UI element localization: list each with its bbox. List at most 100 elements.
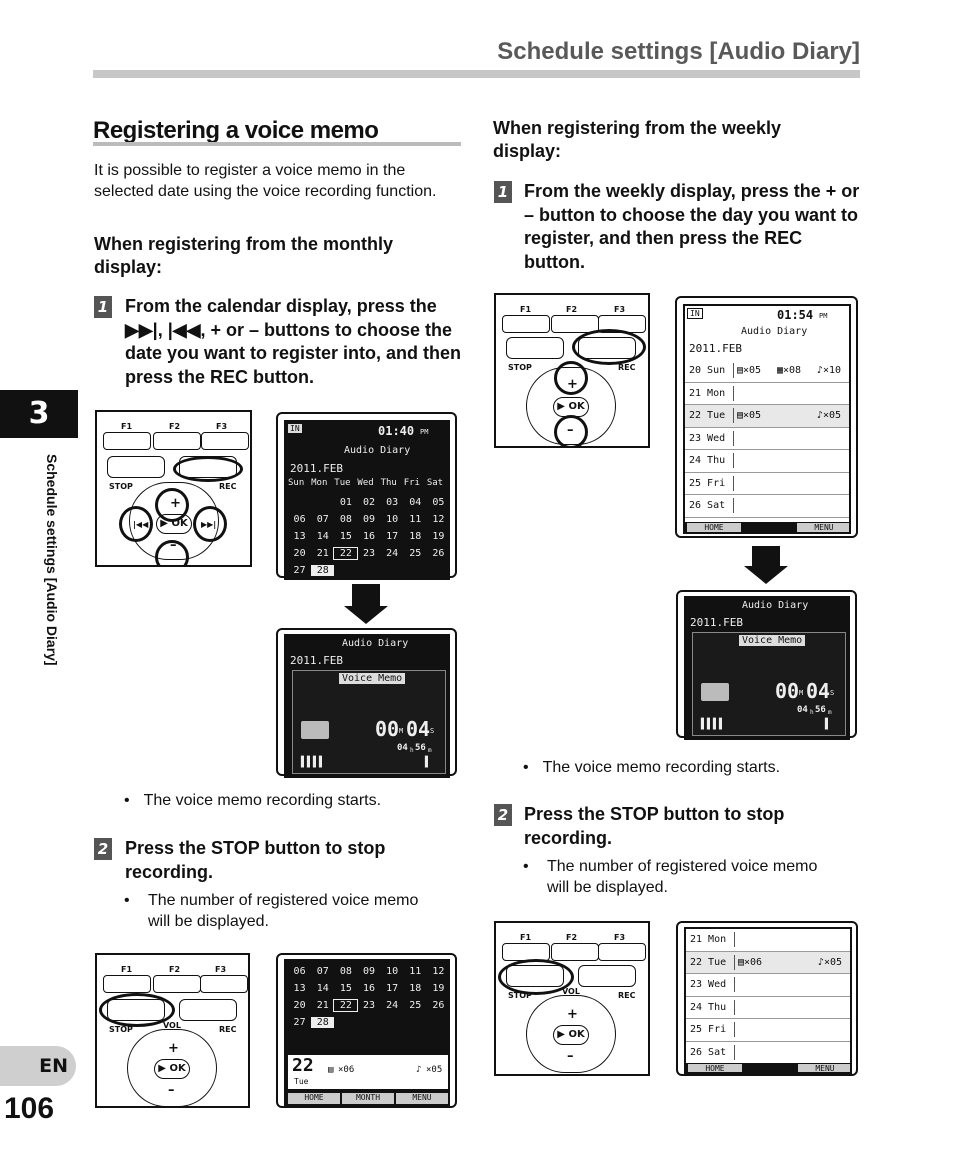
f2-button[interactable] (153, 975, 201, 993)
calendar-day[interactable]: 16 (362, 531, 376, 542)
week-row[interactable]: 26 Sat (686, 1042, 850, 1064)
calendar-day[interactable]: 18 (409, 983, 422, 994)
f3-button[interactable] (201, 432, 249, 450)
home-softkey[interactable]: HOME (688, 1064, 742, 1072)
rec-button[interactable] (578, 965, 636, 987)
calendar-day[interactable]: 22 (333, 999, 359, 1012)
calendar-day[interactable]: 24 (386, 548, 399, 559)
week-row[interactable]: 24 Thu (686, 997, 850, 1019)
calendar-day[interactable]: 16 (362, 983, 376, 994)
ok-button[interactable]: ▶ OK (154, 1059, 190, 1079)
calendar-day[interactable]: 28 (311, 565, 335, 576)
calendar-day[interactable]: 27 (293, 565, 306, 576)
calendar-day[interactable]: 26 (432, 1000, 445, 1011)
plus-button[interactable]: + (168, 1041, 179, 1056)
calendar-day[interactable]: 01 (339, 497, 352, 508)
calendar-day[interactable]: 14 (316, 531, 329, 542)
calendar-day[interactable]: 13 (293, 531, 306, 542)
calendar-day[interactable]: 10 (386, 514, 399, 525)
calendar-day[interactable]: 15 (339, 983, 352, 994)
minus-button[interactable]: – (567, 1049, 574, 1064)
remain-minutes: 56 (815, 705, 826, 715)
calendar-day[interactable]: 25 (409, 1000, 422, 1011)
calendar-day[interactable]: 02 (362, 497, 376, 508)
week-row[interactable]: 23 Wed (686, 974, 850, 997)
stop-button[interactable] (506, 337, 564, 359)
calendar-day[interactable]: 12 (432, 514, 445, 525)
week-row[interactable]: 22 Tue▤×06♪×05 (686, 951, 850, 974)
calendar-day[interactable]: 17 (386, 531, 399, 542)
calendar-day[interactable]: 21 (316, 548, 329, 559)
f3-label: F3 (614, 305, 626, 314)
calendar-day[interactable]: 19 (432, 983, 445, 994)
calendar-day[interactable]: 26 (432, 548, 445, 559)
calendar-day[interactable]: 18 (409, 531, 422, 542)
calendar-day[interactable]: 08 (339, 514, 352, 525)
calendar-day[interactable]: 09 (362, 514, 376, 525)
calendar-day[interactable]: 11 (409, 514, 422, 525)
week-row[interactable]: 21 Mon (685, 383, 849, 405)
calendar-day[interactable]: 21 (316, 1000, 329, 1011)
calendar-day[interactable]: 20 (293, 548, 306, 559)
menu-softkey[interactable]: MENU (798, 1064, 850, 1072)
calendar-day[interactable]: 27 (293, 1017, 306, 1028)
f2-button[interactable] (551, 943, 599, 961)
calendar-day[interactable]: 10 (386, 966, 399, 977)
calendar-day[interactable]: 13 (293, 983, 306, 994)
ok-button[interactable]: ▶ OK (553, 1025, 589, 1045)
calendar-day[interactable]: 19 (432, 531, 445, 542)
week-row[interactable]: 23 Wed (685, 428, 849, 450)
week-row[interactable]: 25 Fri (685, 473, 849, 495)
plus-button[interactable]: + (567, 1007, 578, 1022)
menu-softkey[interactable]: MENU (797, 523, 849, 532)
calendar-day[interactable]: 25 (409, 548, 422, 559)
stop-button[interactable] (107, 456, 165, 478)
ok-button[interactable]: ▶ OK (553, 397, 589, 417)
calendar-day[interactable]: 12 (432, 966, 445, 977)
calendar-day[interactable]: 17 (386, 983, 399, 994)
calendar-day[interactable]: 14 (316, 983, 329, 994)
weekday-label: Sun (288, 478, 305, 488)
calendar-day[interactable]: 07 (316, 966, 329, 977)
week-row[interactable]: 21 Mon (686, 929, 850, 952)
calendar-day[interactable]: 09 (362, 966, 376, 977)
f3-button[interactable] (598, 943, 646, 961)
home-softkey[interactable]: HOME (288, 1093, 340, 1104)
calendar-day[interactable]: 07 (316, 514, 329, 525)
f2-button[interactable] (153, 432, 201, 450)
selected-weekday: Tue (294, 1077, 309, 1086)
f3-button[interactable] (200, 975, 248, 993)
week-row[interactable]: 26 Sat (685, 495, 849, 518)
calendar-day[interactable]: 24 (386, 1000, 399, 1011)
calendar-day[interactable]: 15 (339, 531, 352, 542)
f1-button[interactable] (502, 315, 550, 333)
week-row[interactable]: 25 Fri (686, 1019, 850, 1042)
f1-button[interactable] (103, 432, 151, 450)
home-softkey[interactable]: HOME (687, 523, 741, 532)
calendar-day[interactable]: 20 (293, 1000, 306, 1011)
calendar-day[interactable]: 28 (311, 1017, 335, 1028)
calendar-day[interactable]: 06 (293, 966, 306, 977)
calendar-day[interactable]: 22 (333, 547, 359, 560)
week-row[interactable]: 20 Sun▤×05▦×08♪×10 (685, 360, 849, 383)
f1-button[interactable] (103, 975, 151, 993)
calendar-day[interactable]: 23 (362, 548, 376, 559)
calendar-day[interactable]: 06 (293, 514, 306, 525)
week-row[interactable]: 22 Tue▤×05♪×05 (685, 405, 849, 428)
calendar-day[interactable]: 08 (339, 966, 352, 977)
menu-softkey[interactable]: MENU (396, 1093, 448, 1104)
minus-button[interactable]: – (168, 1083, 175, 1098)
calendar-day[interactable]: 04 (409, 497, 422, 508)
week-row[interactable]: 24 Thu (685, 450, 849, 473)
rec-button[interactable] (179, 999, 237, 1021)
calendar-day[interactable]: 23 (362, 1000, 376, 1011)
f1-label: F1 (121, 422, 133, 431)
stop-label: STOP (109, 1025, 133, 1034)
calendar-day[interactable]: 03 (386, 497, 399, 508)
calendar-day[interactable]: 11 (409, 966, 422, 977)
calendar-day[interactable]: 05 (432, 497, 445, 508)
step-number-2: 2 (94, 838, 112, 860)
month-softkey[interactable]: MONTH (342, 1093, 394, 1104)
